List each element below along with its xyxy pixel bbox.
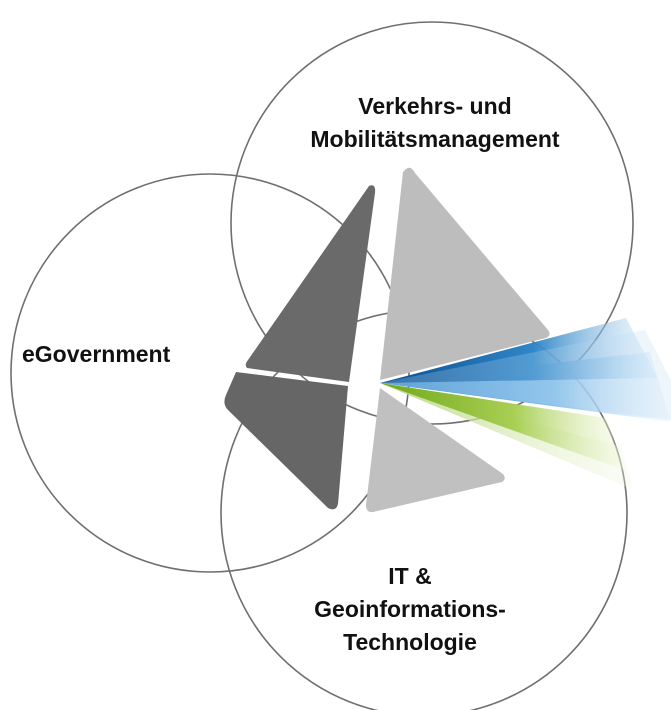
beam-blue-fade [380,330,671,420]
shard-light-lower [366,388,505,513]
shard-dark-lower [224,372,348,510]
circle-left [10,173,410,573]
label-egovernment: eGovernment [22,338,242,371]
circle-top [230,21,634,425]
label-verkehrs-mobilitaetsmanagement: Verkehrs- und Mobilitätsmanagement [260,90,610,156]
label-it-geoinformations-technologie: IT & Geoinformations- Technologie [250,560,570,659]
label-line: Mobilitätsmanagement [310,126,560,152]
beam-green-light [380,383,634,490]
beam-green [380,383,624,470]
label-line: Verkehrs- und [358,93,512,119]
shard-light-upper [380,167,550,380]
triangle-shard-logo [224,167,550,513]
label-line: IT & [388,563,432,589]
beam-blue-dark [380,318,658,383]
label-line: Technologie [343,629,477,655]
light-beam-graphic [380,318,671,490]
shard-dark-upper [245,185,376,382]
label-line: Geoinformations- [314,596,506,622]
label-line: eGovernment [22,341,171,367]
